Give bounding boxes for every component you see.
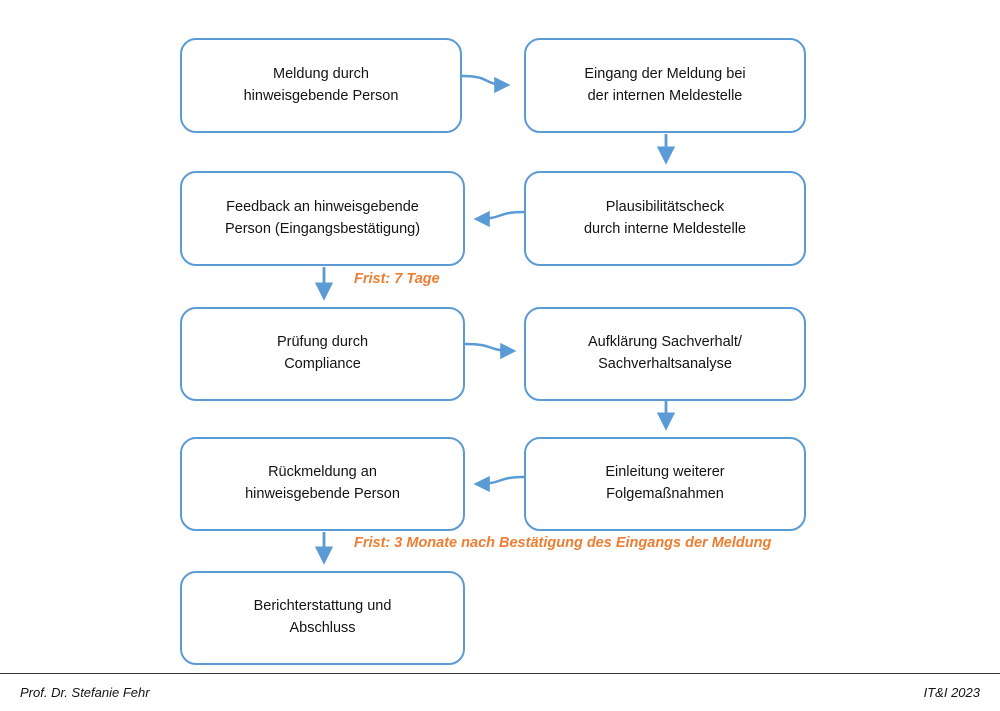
flow-box-berichterstattung: Berichterstattung und Abschluss	[180, 571, 465, 665]
flow-box-pruefung: Prüfung durch Compliance	[180, 307, 465, 401]
arrow-einleitung-to-rueckmeldung	[473, 475, 525, 493]
flow-box-rueckmeldung-label: Rückmeldung an hinweisgebende Person	[245, 464, 400, 502]
flow-box-eingang: Eingang der Meldung bei der internen Mel…	[524, 38, 806, 133]
flow-box-plausibilitaetscheck: Plausibilitätscheck durch interne Meldes…	[524, 171, 806, 266]
footer: Prof. Dr. Stefanie Fehr IT&I 2023	[0, 673, 1000, 711]
flow-box-plausibilitaetscheck-label: Plausibilitätscheck durch interne Meldes…	[583, 198, 746, 237]
footer-author: Prof. Dr. Stefanie Fehr	[20, 685, 150, 700]
footer-source: IT&I 2023	[923, 685, 980, 700]
flow-box-einleitung: Einleitung weiterer Folgemaßnahmen	[524, 437, 806, 531]
flow-box-pruefung-label: Prüfung durch Compliance	[276, 334, 369, 372]
flow-box-meldung-label: Meldung durch hinweisgebende Person	[243, 65, 399, 104]
arrow-meldung-to-eingang	[461, 74, 511, 94]
flow-box-eingang-label: Eingang der Meldung bei der internen Mel…	[584, 65, 746, 104]
flow-box-berichterstattung-label: Berichterstattung und Abschluss	[253, 598, 392, 636]
flow-box-aufklaerung-label: Aufklärung Sachverhalt/ Sachverhaltsanal…	[588, 334, 742, 372]
flow-box-meldung: Meldung durch hinweisgebende Person	[180, 38, 462, 133]
annotation-frist-3-monate: Frist: 3 Monate nach Bestätigung des Ein…	[354, 535, 772, 551]
arrow-pruefung-to-aufklaerung	[464, 342, 517, 360]
flow-box-einleitung-label: Einleitung weiterer Folgemaßnahmen	[605, 464, 725, 502]
flow-box-rueckmeldung: Rückmeldung an hinweisgebende Person	[180, 437, 465, 531]
annotation-frist-7-tage: Frist: 7 Tage	[354, 271, 440, 287]
flow-box-aufklaerung: Aufklärung Sachverhalt/ Sachverhaltsanal…	[524, 307, 806, 401]
arrow-plausibilitaetscheck-to-feedback	[473, 210, 525, 228]
flow-box-feedback-label: Feedback an hinweisgebende Person (Einga…	[224, 198, 421, 237]
flow-box-feedback: Feedback an hinweisgebende Person (Einga…	[180, 171, 465, 266]
